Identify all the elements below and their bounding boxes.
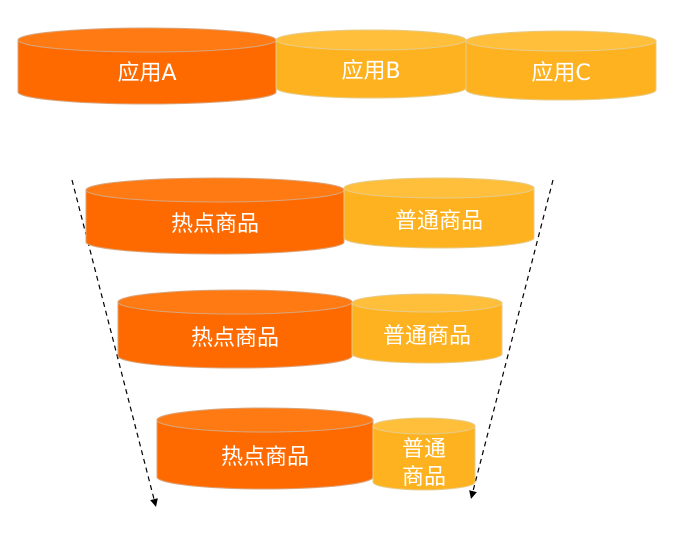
tier2-hot-label: 热点商品 (191, 326, 279, 351)
tier3-hot-cylinder: 热点商品 (156, 407, 374, 490)
tier1-normal-label: 普通商品 (395, 209, 483, 234)
tier1-normal-cylinder: 普通商品 (343, 177, 535, 249)
tier1-hot-label: 热点商品 (171, 212, 259, 237)
tier3-normal-label-line1: 普通 (402, 437, 446, 462)
funnel-right-arrow (469, 179, 554, 499)
tier3-normal-cylinder: 普通 商品 (372, 417, 476, 491)
app-a-label: 应用A (117, 61, 176, 86)
app-c-label: 应用C (531, 61, 590, 86)
app-b-label: 应用B (341, 59, 400, 84)
tier2-normal-cylinder: 普通商品 (351, 293, 503, 364)
tier1-hot-cylinder: 热点商品 (85, 177, 345, 255)
tier3-hot-label: 热点商品 (221, 445, 309, 470)
app-a-cylinder: 应用A (17, 27, 277, 105)
app-b-cylinder: 应用B (275, 29, 467, 99)
tier3-normal-label-line2: 商品 (402, 465, 446, 490)
app-c-cylinder: 应用C (465, 30, 657, 101)
tier2-hot-cylinder: 热点商品 (117, 289, 353, 369)
tier2-normal-label: 普通商品 (383, 324, 471, 349)
